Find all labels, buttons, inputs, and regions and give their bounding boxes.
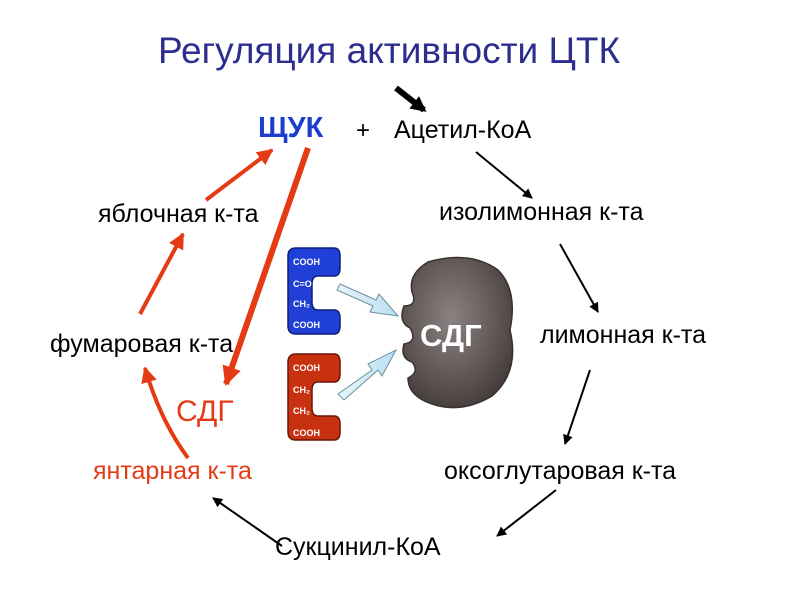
oxoglutaric-acid-label: оксоглутаровая к-та (444, 457, 677, 485)
arrow-malic-to-oxaloacetate (204, 148, 274, 202)
arrow-fumaric-to-malic (138, 232, 185, 315)
citric-acid-label: лимонная к-та (540, 321, 706, 349)
sdh-inhibition-label: СДГ (176, 395, 234, 428)
arrow-into-acetyl-coa (394, 85, 427, 113)
blue-mol-line-4: COOH (293, 320, 320, 330)
arrow-to-oxoglutaric (563, 369, 591, 445)
arrow-to-citric (559, 243, 599, 313)
arrow-to-succinyl-coa (496, 489, 557, 537)
arrow-to-isocitric (475, 151, 533, 199)
succinyl-coa-label: Сукцинил-КоА (275, 533, 441, 561)
arrow-to-succinic (212, 497, 283, 547)
succinate-molecule: COOH CH₂ CH₂ COOH (287, 353, 341, 441)
red-mol-line-3: CH₂ (293, 406, 310, 416)
blue-mol-line-2: C=O (293, 279, 312, 289)
malic-acid-label: яблочная к-та (98, 200, 259, 228)
arrow-succinic-to-fumaric (141, 366, 190, 460)
enzyme-label: СДГ (420, 318, 482, 353)
arrow-succinate-to-enzyme (337, 348, 398, 401)
sdh-enzyme-shape (401, 256, 514, 409)
plus-sign: + (356, 117, 371, 144)
acetyl-coa-label: Ацетил-КоА (394, 116, 532, 144)
arrow-oxaloacetate-to-enzyme (336, 283, 400, 317)
oxaloacetate-label: ЩУК (258, 112, 324, 144)
succinic-acid-label: янтарная к-та (93, 457, 252, 485)
fumaric-acid-label: фумаровая к-та (50, 330, 234, 358)
red-mol-line-4: COOH (293, 428, 320, 438)
blue-mol-line-1: COOH (293, 257, 320, 267)
blue-mol-line-3: CH₂ (293, 299, 310, 309)
arrow-oxaloacetate-inhibits-sdh (222, 147, 311, 386)
red-mol-line-2: CH₂ (293, 385, 310, 395)
oxaloacetate-molecule: COOH C=O CH₂ COOH (287, 247, 341, 335)
red-mol-line-1: COOH (293, 363, 320, 373)
page-title: Регуляция активности ЦТК (158, 30, 620, 71)
isocitric-acid-label: изолимонная к-та (439, 198, 644, 226)
